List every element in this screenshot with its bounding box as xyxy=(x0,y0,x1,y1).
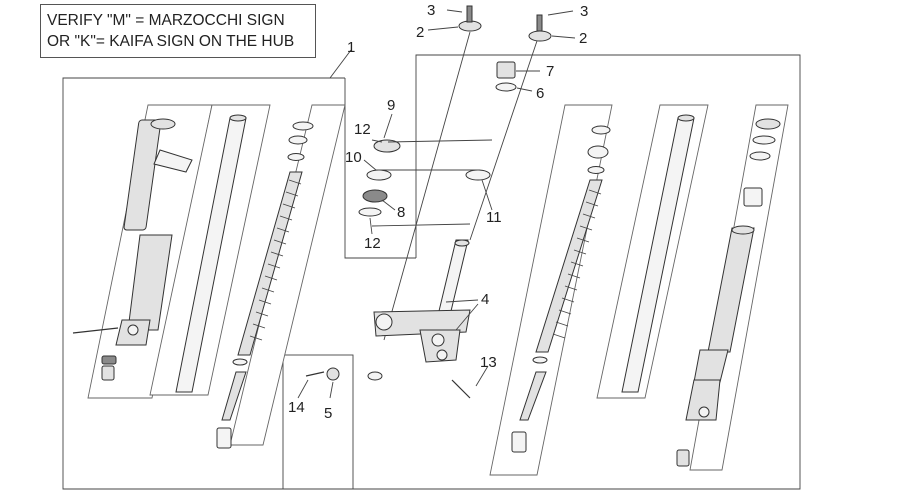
callout-3-right: 3 xyxy=(580,3,588,20)
left-axle-bolt xyxy=(72,327,119,334)
callout-12-top: 12 xyxy=(354,121,371,138)
right-fork-slider xyxy=(685,118,781,421)
cap-seal-ring xyxy=(495,82,517,92)
right-spring-pane xyxy=(489,104,613,476)
leader-lines xyxy=(297,9,576,399)
upper-bearing-cup xyxy=(373,139,401,153)
top-bolt-left xyxy=(466,5,473,23)
bearing-seal-left xyxy=(366,169,392,181)
callout-4: 4 xyxy=(481,291,489,308)
top-washer-right xyxy=(528,30,552,42)
right-fork-spring xyxy=(511,125,611,453)
callout-2-left: 2 xyxy=(416,24,424,41)
callout-3-left: 3 xyxy=(427,2,435,19)
callout-8: 8 xyxy=(397,204,405,221)
bearing-seal-right xyxy=(465,169,491,181)
top-cap-nut xyxy=(496,61,516,79)
callout-1: 1 xyxy=(347,39,355,56)
note-line-1: VERIFY "M" = MARZOCCHI SIGN xyxy=(47,12,285,29)
top-bolt-right xyxy=(536,14,543,32)
steering-stem xyxy=(367,31,541,381)
callout-10: 10 xyxy=(345,149,362,166)
callout-6: 6 xyxy=(536,85,544,102)
note-box: VERIFY "M" = MARZOCCHI SIGN OR "K"= KAIF… xyxy=(40,4,316,58)
lower-bearing-race xyxy=(358,207,382,217)
callout-2-right: 2 xyxy=(579,30,587,47)
small-screw xyxy=(305,371,325,377)
left-drain-bolt xyxy=(101,355,117,365)
callout-9: 9 xyxy=(387,97,395,114)
screw-group-frame xyxy=(282,354,354,490)
left-fork-slider xyxy=(115,118,193,346)
callout-7: 7 xyxy=(546,63,554,80)
headset-guide-a xyxy=(387,139,493,143)
left-fork-group-inset xyxy=(344,78,416,259)
left-bottom-bolt xyxy=(101,365,115,381)
right-fork-group-frame xyxy=(415,54,801,490)
stem-bolt xyxy=(451,379,471,399)
callout-11: 11 xyxy=(486,209,502,226)
right-bottom-bolt xyxy=(676,449,690,467)
headset-guide-c xyxy=(371,223,471,227)
left-fork-group-frame xyxy=(62,77,458,490)
lower-bearing xyxy=(362,189,388,203)
note-line-2: OR "K"= KAIFA SIGN ON THE HUB xyxy=(47,33,295,50)
callout-14: 14 xyxy=(288,399,305,416)
callout-13: 13 xyxy=(480,354,497,371)
screw-spacer xyxy=(326,367,340,381)
left-spring-pane xyxy=(229,104,346,446)
left-fork-spring xyxy=(216,121,314,449)
callout-5: 5 xyxy=(324,405,332,422)
callout-12-bottom: 12 xyxy=(364,235,381,252)
